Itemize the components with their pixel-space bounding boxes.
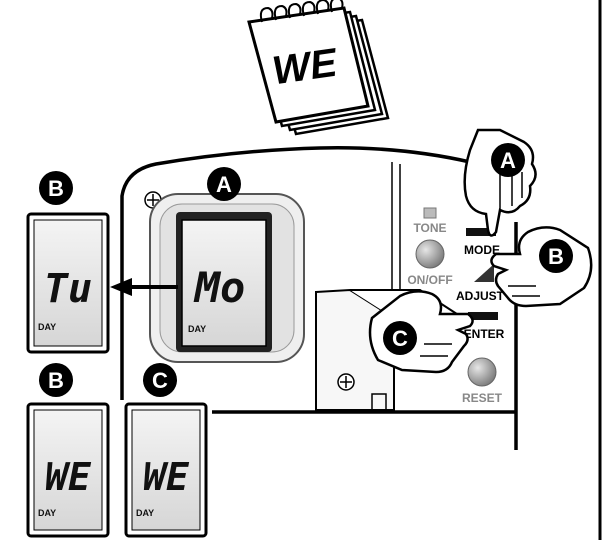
enter-label: ENTER bbox=[464, 327, 505, 341]
calendar-icon: WE bbox=[247, 0, 390, 136]
bottom-left-lcd-display: WE DAY bbox=[26, 402, 110, 538]
bottom-left-lcd-day-label: DAY bbox=[38, 508, 56, 518]
callout-b-left-label: B bbox=[48, 176, 64, 201]
callout-c-bottom-label: C bbox=[152, 368, 168, 393]
arrow-left-icon bbox=[110, 278, 178, 296]
left-lcd-day: Tu bbox=[44, 266, 92, 312]
mode-button[interactable] bbox=[466, 228, 496, 236]
mode-label: MODE bbox=[464, 243, 500, 257]
hand-pointer-icon-a: A bbox=[463, 128, 537, 237]
hand-c-label: C bbox=[392, 326, 408, 351]
callout-c-bottom: C bbox=[143, 363, 177, 397]
hand-b-label: B bbox=[548, 244, 564, 269]
bottom-right-lcd-display: WE DAY bbox=[124, 402, 208, 538]
main-lcd-day-label: DAY bbox=[188, 324, 206, 334]
enter-button[interactable] bbox=[468, 312, 498, 320]
main-lcd-display: Mo DAY bbox=[176, 212, 272, 352]
left-lcd-display: Tu DAY bbox=[26, 212, 110, 354]
hand-a-label: A bbox=[500, 148, 516, 173]
callout-b-left: B bbox=[39, 171, 73, 205]
hand-pointer-icon-c: C bbox=[368, 290, 474, 374]
onoff-label: ON/OFF bbox=[407, 273, 452, 287]
device-outline bbox=[120, 146, 471, 400]
bottom-right-lcd-day: WE bbox=[143, 455, 190, 499]
tone-indicator bbox=[423, 207, 437, 219]
callout-a-display: A bbox=[207, 167, 241, 201]
reset-button[interactable] bbox=[467, 357, 497, 387]
calendar-day-text: WE bbox=[270, 41, 341, 94]
bottom-left-lcd-day: WE bbox=[45, 455, 92, 499]
screw-icon-lower bbox=[337, 373, 355, 391]
adjust-label: ADJUST bbox=[456, 289, 505, 303]
bottom-right-lcd-day-label: DAY bbox=[136, 508, 154, 518]
hand-pointer-icon-b: B bbox=[490, 226, 593, 308]
callout-a-label: A bbox=[216, 172, 232, 197]
tone-label: TONE bbox=[413, 221, 446, 235]
callout-b-bottom-label: B bbox=[48, 368, 64, 393]
left-lcd-day-label: DAY bbox=[38, 322, 56, 332]
onoff-button[interactable] bbox=[415, 239, 445, 269]
main-lcd-day: Mo bbox=[193, 263, 246, 312]
callout-b-bottom: B bbox=[39, 363, 73, 397]
reset-label: RESET bbox=[462, 391, 503, 405]
adjust-button[interactable] bbox=[474, 264, 494, 282]
